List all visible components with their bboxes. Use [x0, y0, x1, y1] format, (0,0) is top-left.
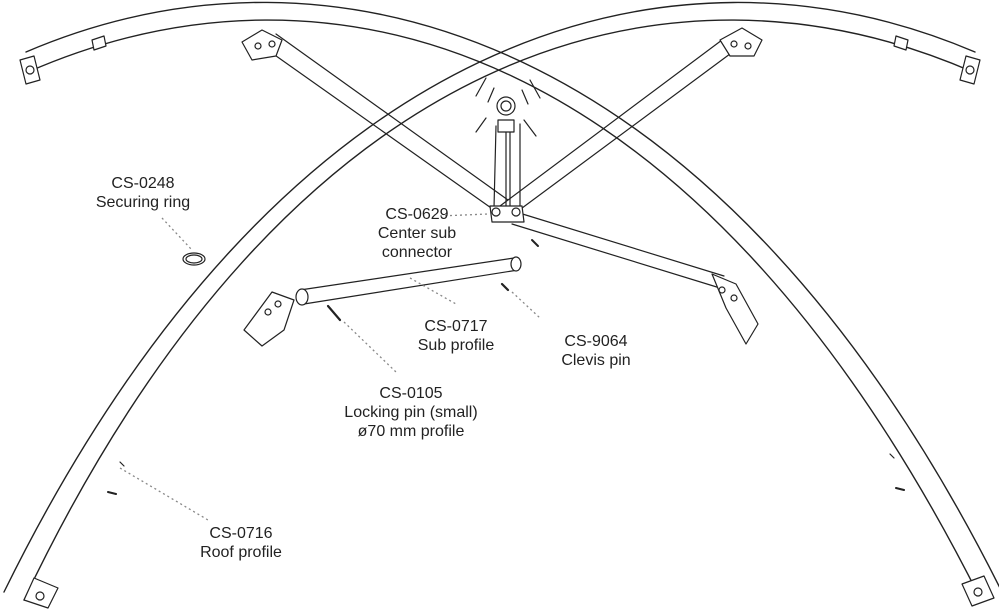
- part-name: Clevis pin: [561, 352, 631, 369]
- part-code: CS-0716: [209, 525, 273, 542]
- roof-profile-arch-right: [3, 1, 976, 601]
- leader-securing-ring: [161, 217, 193, 251]
- label-center-sub-connector: CS-0629 Center sub connector: [352, 205, 482, 262]
- locking-pin-small: [326, 304, 342, 322]
- leader-clevis-pin: [511, 291, 541, 319]
- clevis-pin: [500, 239, 539, 292]
- part-name: Sub profile: [417, 337, 495, 354]
- part-code: CS-0629: [385, 206, 449, 223]
- arch-end-fitting-bottom-left: [23, 577, 59, 609]
- part-name-line2: ø70 mm profile: [357, 423, 465, 440]
- label-clevis-pin: CS-9064 Clevis pin: [536, 332, 656, 370]
- part-name: Securing ring: [95, 194, 191, 211]
- arch-joint-rings: [475, 77, 541, 137]
- strut-bracket-upper-right: [719, 27, 763, 57]
- center-vertical-posts: [493, 123, 521, 209]
- center-sub-connector: [489, 205, 525, 223]
- arch-end-fitting-bottom-right: [961, 575, 995, 607]
- leader-roof-profile: [119, 467, 209, 521]
- roof-profile-arch-left: [25, 1, 999, 599]
- part-name: Center sub: [377, 225, 457, 242]
- label-securing-ring: CS-0248 Securing ring: [58, 174, 228, 212]
- center-hub: [496, 96, 516, 133]
- part-code: CS-0248: [111, 175, 175, 192]
- label-locking-pin: CS-0105 Locking pin (small) ø70 mm profi…: [326, 384, 496, 441]
- label-roof-profile: CS-0716 Roof profile: [176, 524, 306, 562]
- securing-ring: [182, 252, 206, 266]
- part-name: Locking pin (small): [344, 404, 478, 421]
- arch-pins-lower: [107, 453, 905, 495]
- sub-profile-loose: [295, 256, 522, 306]
- leader-locking-pin: [343, 321, 397, 373]
- part-name: Roof profile: [200, 544, 282, 561]
- strut-left-upper: [261, 33, 509, 211]
- part-code: CS-0717: [424, 318, 488, 335]
- label-sub-profile: CS-0717 Sub profile: [396, 317, 516, 355]
- part-code: CS-0105: [379, 385, 443, 402]
- arch-end-fitting-top-right: [959, 55, 981, 85]
- strut-bracket-upper-left: [241, 29, 283, 61]
- strut-right-lower: [511, 211, 725, 289]
- leader-sub-profile: [409, 277, 457, 305]
- arch-brackets-upper: [91, 35, 909, 51]
- leader-center-sub-connector: [439, 213, 489, 217]
- strut-bracket-lower-right: [711, 273, 759, 345]
- part-code: CS-9064: [564, 333, 628, 350]
- strut-bracket-lower-left: [243, 291, 295, 347]
- part-name-line2: connector: [381, 244, 453, 261]
- arch-end-fitting-top-left: [19, 55, 41, 85]
- strut-right-upper: [499, 39, 739, 215]
